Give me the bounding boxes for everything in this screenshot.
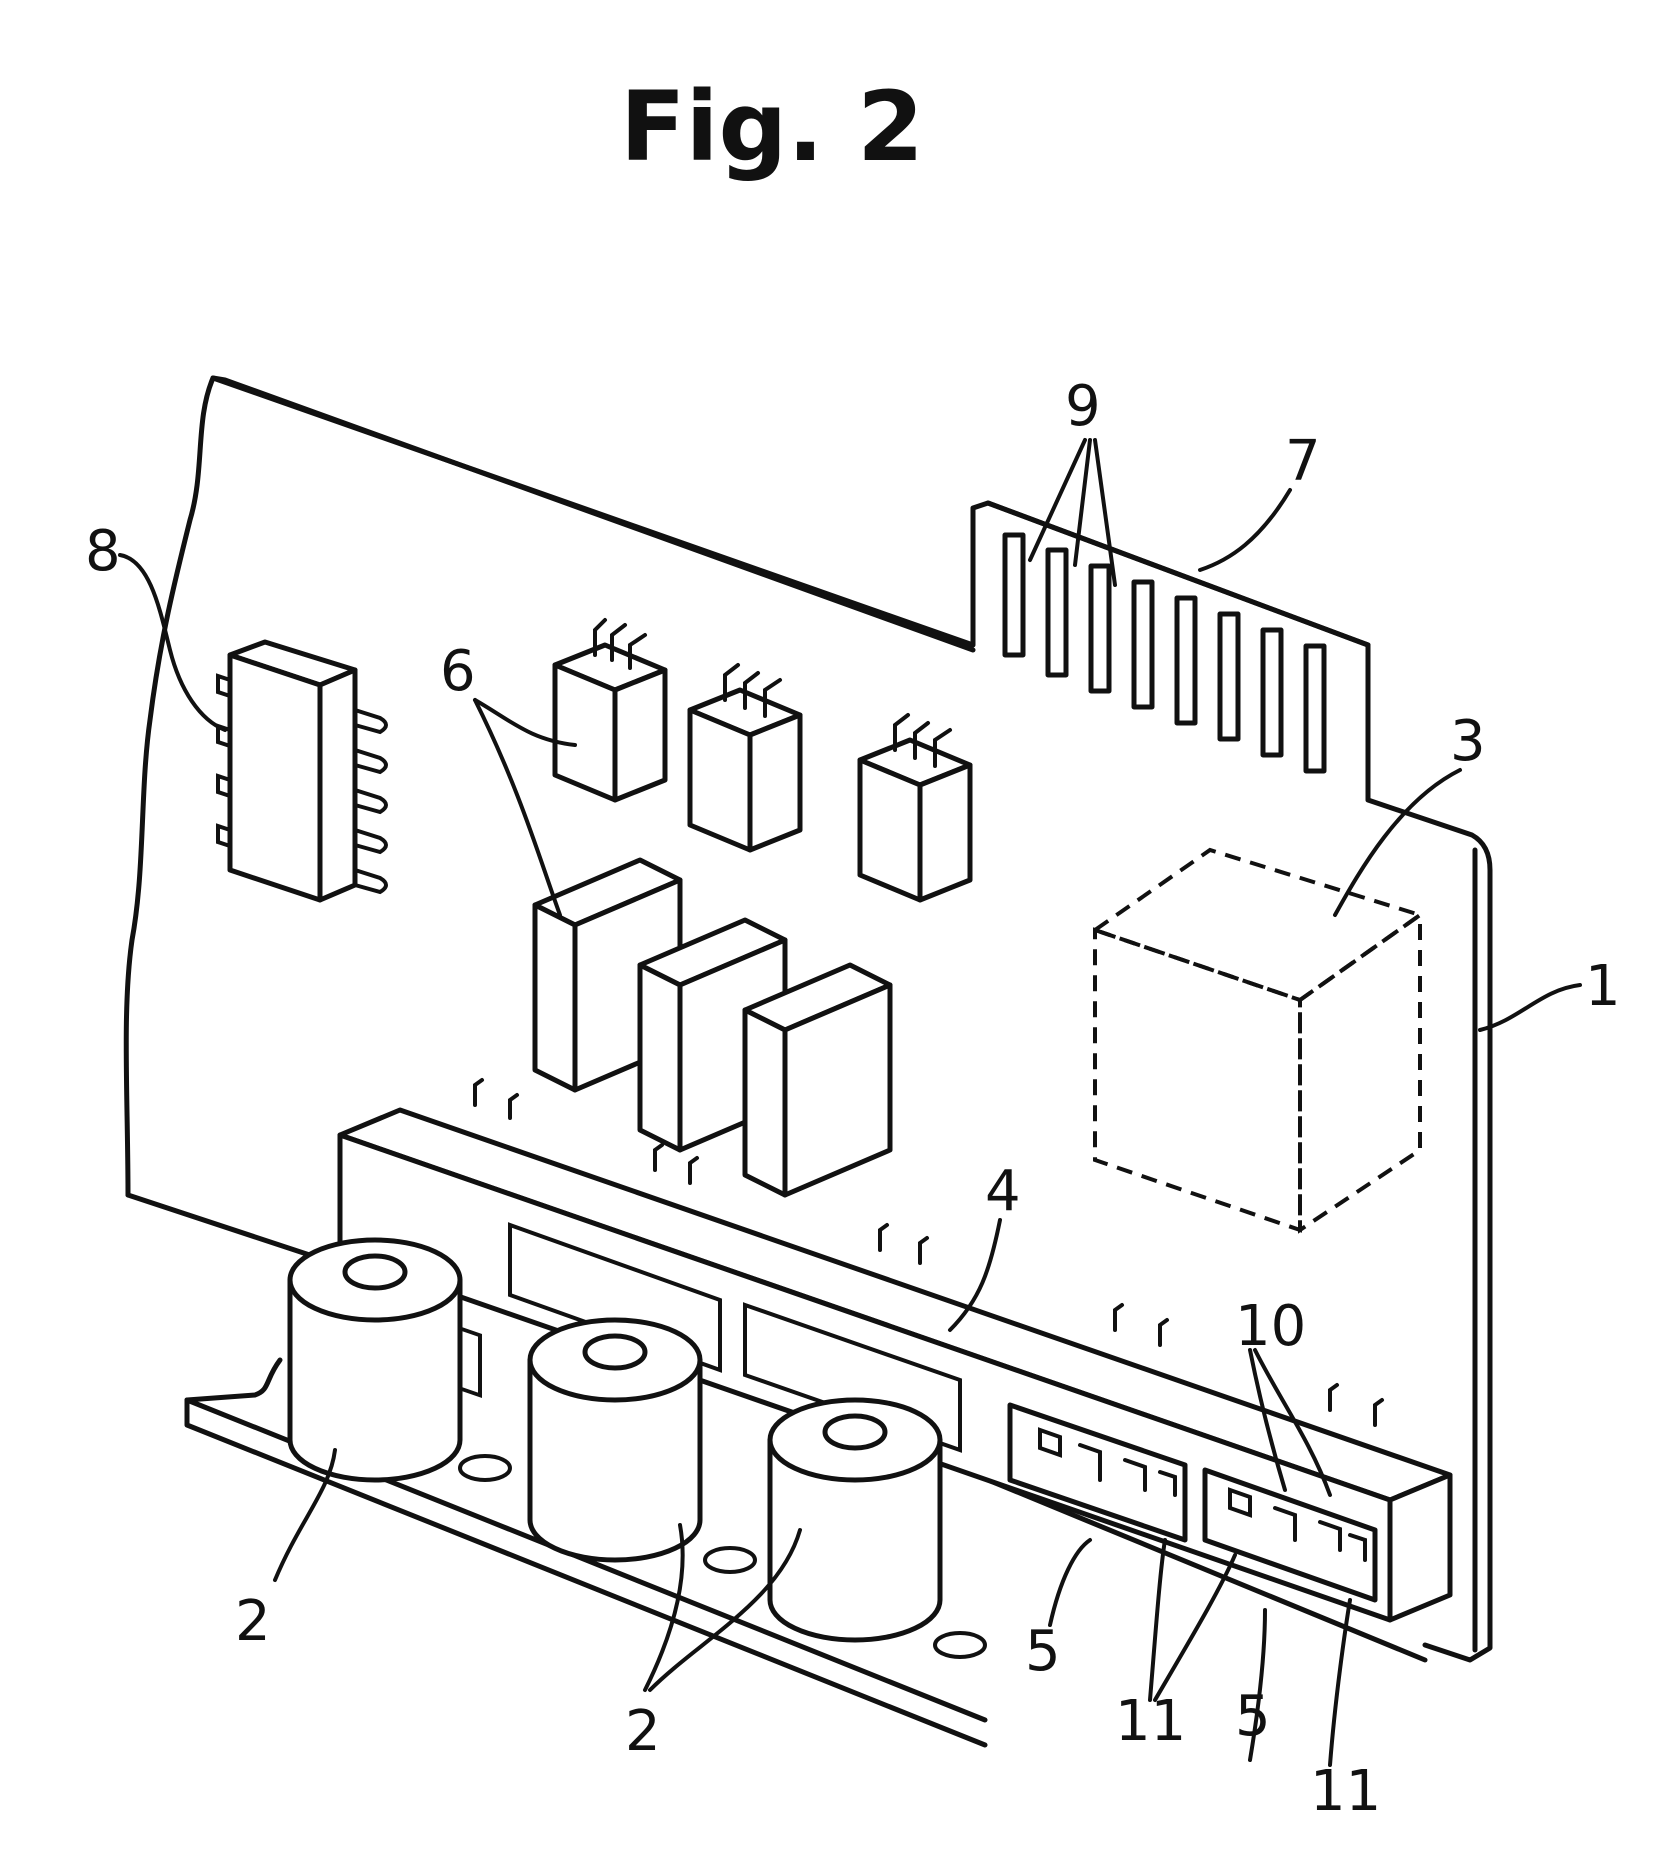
small-component-2 xyxy=(690,665,800,850)
label-5a: 5 xyxy=(1025,1619,1061,1684)
cylinder-component-3 xyxy=(770,1400,940,1640)
label-7: 7 xyxy=(1285,429,1321,494)
ic-chip xyxy=(218,642,386,900)
label-6: 6 xyxy=(440,639,476,704)
label-8: 8 xyxy=(85,519,121,584)
label-4: 4 xyxy=(985,1159,1021,1224)
cylinder-component-1 xyxy=(290,1240,460,1480)
label-5b: 5 xyxy=(1235,1684,1271,1749)
label-11b: 11 xyxy=(1310,1759,1381,1824)
small-component-3 xyxy=(860,715,970,900)
block-component-3 xyxy=(745,965,890,1195)
label-2a: 2 xyxy=(235,1589,271,1654)
edge-connector xyxy=(988,503,1368,771)
label-3: 3 xyxy=(1450,709,1486,774)
hidden-component xyxy=(1095,850,1420,1230)
mounting-hole xyxy=(460,1456,510,1480)
label-2b: 2 xyxy=(625,1699,661,1764)
small-component-1 xyxy=(555,620,665,800)
label-1: 1 xyxy=(1585,954,1621,1019)
label-11a: 11 xyxy=(1115,1689,1186,1754)
cylinder-component-2 xyxy=(530,1320,700,1560)
label-9: 9 xyxy=(1065,374,1101,439)
label-10: 10 xyxy=(1235,1294,1306,1359)
mounting-hole xyxy=(705,1548,755,1572)
figure-title: Fig. 2 xyxy=(620,71,924,183)
mounting-hole xyxy=(935,1633,985,1657)
